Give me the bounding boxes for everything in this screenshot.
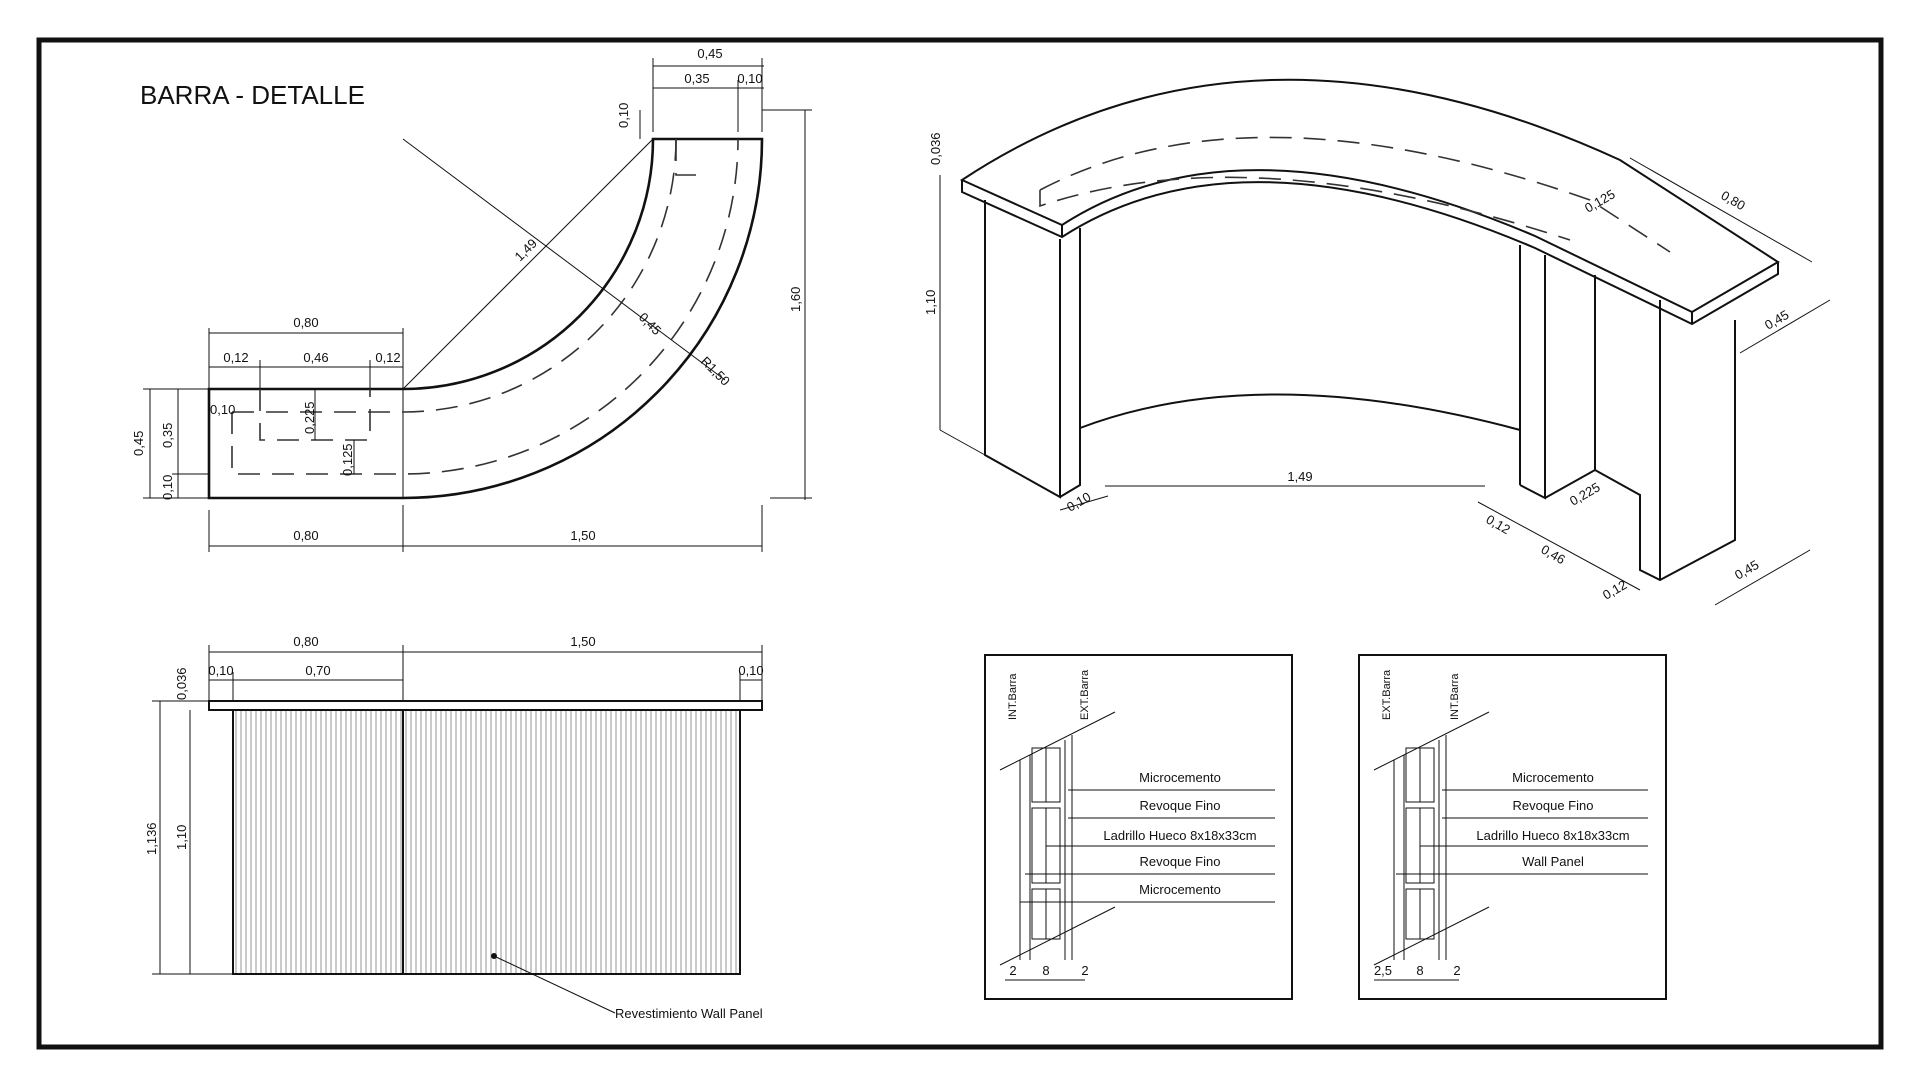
- iso-dim-height: 1,10: [923, 290, 938, 315]
- iso-foot-012b: 0,12: [1600, 577, 1629, 603]
- iso-dim-right-len: 0,80: [1719, 188, 1748, 214]
- dim-left-010b: 0,10: [160, 475, 175, 500]
- detail2-layer2: Revoque Fino: [1513, 798, 1594, 813]
- iso-left-pier: [984, 200, 1081, 499]
- elev-panel-right: [402, 709, 741, 975]
- iso-dim-right-w: 0,45: [1762, 307, 1791, 333]
- detail2-dim-c: 2: [1453, 963, 1460, 978]
- dim-mid-046: 0,46: [303, 350, 328, 365]
- detail1-dim-c: 2: [1081, 963, 1088, 978]
- iso-view: 1,10 0,036 1,49 0,80 0,45 0,125 0,10 0,1…: [923, 78, 1831, 606]
- sheet-border: [36, 37, 1884, 1050]
- dim-radius-width: 0,45: [636, 310, 665, 339]
- iso-dim-height-ext: [939, 429, 986, 456]
- detail2-frame: [1358, 654, 1667, 1000]
- detail2-dim-a: 2,5: [1374, 963, 1392, 978]
- elevation-view: 0,80 1,50 0,10 0,70 0,10 1,136 1,10 0,03…: [144, 634, 764, 1021]
- detail2-break-bot: [1373, 906, 1490, 966]
- detail2-layer3: Ladrillo Hueco 8x18x33cm: [1476, 828, 1629, 843]
- dim-mid-012b: 0,12: [375, 350, 400, 365]
- wall-detail-2: EXT.Barra INT.Barra Microcemento Revoque…: [1358, 654, 1667, 1000]
- dim-inner-225: 0,225: [302, 401, 317, 434]
- page-title: BARRA - DETALLE: [140, 80, 365, 110]
- detail1-dim-a: 2: [1009, 963, 1016, 978]
- detail1-ext-label: EXT.Barra: [1079, 669, 1091, 720]
- dim-right-height: 1,60: [788, 287, 803, 312]
- iso-dim-length: 1,49: [1287, 469, 1312, 484]
- detail2-dim-b: 8: [1416, 963, 1423, 978]
- dim-mid-012a: 0,12: [223, 350, 248, 365]
- detail1-break-bot: [999, 906, 1116, 966]
- detail1-layer1: Microcemento: [1139, 770, 1221, 785]
- dim-top-035: 0,35: [684, 71, 709, 86]
- dim-top-left: 0,10: [616, 103, 631, 128]
- dim-mid-080: 0,80: [293, 315, 318, 330]
- iso-top-outer: [959, 78, 1780, 314]
- dim-left-035: 0,35: [160, 423, 175, 448]
- plan-inner-return: [675, 139, 705, 176]
- iso-foot-r-line: [1714, 549, 1811, 606]
- elev-dim-070: 0,70: [305, 663, 330, 678]
- elev-note: Revestimiento Wall Panel: [615, 1006, 763, 1021]
- plan-diag-line: [402, 138, 654, 390]
- dim-left-010: 0,10: [210, 402, 235, 417]
- iso-foot-012a: 0,12: [1484, 512, 1513, 538]
- wall-detail-1: INT.Barra EXT.Barra Microcemento Revoque…: [984, 654, 1293, 1000]
- elev-dim-h2: 1,10: [174, 825, 189, 850]
- detail2-ext-label: EXT.Barra: [1381, 669, 1393, 720]
- detail2-break-top: [1373, 711, 1490, 771]
- dim-bottom-150: 1,50: [570, 528, 595, 543]
- iso-foot-046: 0,46: [1539, 542, 1568, 568]
- iso-dim-top-thk: 0,036: [928, 132, 943, 165]
- dim-diag: 1,49: [512, 236, 541, 265]
- dim-top-010: 0,10: [737, 71, 762, 86]
- iso-foot-045: 0,45: [1732, 557, 1761, 583]
- iso-dim-inner-off: 0,125: [1582, 186, 1618, 215]
- dim-radius: R1,50: [698, 354, 733, 389]
- detail2-int-label: INT.Barra: [1449, 673, 1461, 720]
- iso-back-wall: [1079, 245, 1521, 485]
- dim-bottom-080: 0,80: [293, 528, 318, 543]
- elev-note-leader: [493, 955, 616, 1014]
- dim-top-045: 0,45: [697, 46, 722, 61]
- detail1-break-top: [999, 711, 1116, 771]
- detail2-layer4: Wall Panel: [1522, 854, 1584, 869]
- elev-panel-left: [232, 709, 404, 975]
- elev-dim-080: 0,80: [293, 634, 318, 649]
- iso-right-pier: [1519, 255, 1736, 582]
- dim-left-045: 0,45: [131, 431, 146, 456]
- detail1-dim-b: 8: [1042, 963, 1049, 978]
- elev-dim-thk: 0,036: [174, 667, 189, 700]
- detail1-int-label: INT.Barra: [1007, 673, 1019, 720]
- detail1-layer2: Revoque Fino: [1140, 798, 1221, 813]
- detail1-layer3: Ladrillo Hueco 8x18x33cm: [1103, 828, 1256, 843]
- iso-top-dashed: [1039, 136, 1671, 253]
- dim-inner-125: 0,125: [340, 443, 355, 476]
- plan-view: 0,45 0,35 0,10 0,10 1,49 0,45 R1,50 1,60…: [131, 46, 812, 552]
- detail2-layer1: Microcemento: [1512, 770, 1594, 785]
- elev-dim-150: 1,50: [570, 634, 595, 649]
- plan-outline: [207, 137, 764, 500]
- iso-foot-l-line: [1059, 495, 1109, 511]
- iso-dim-rlen-line: [1629, 157, 1813, 263]
- elev-dim-010b: 0,10: [738, 663, 763, 678]
- detail1-layer4: Revoque Fino: [1140, 854, 1221, 869]
- iso-top-thickness: [961, 180, 1779, 326]
- detail1-layer5: Microcemento: [1139, 882, 1221, 897]
- iso-foot-line: [1477, 501, 1641, 591]
- detail1-frame: [984, 654, 1293, 1000]
- elev-dim-010a: 0,10: [208, 663, 233, 678]
- elev-top: [208, 700, 763, 711]
- elev-dim-h1: 1,136: [144, 822, 159, 855]
- iso-dim-rw-line: [1739, 299, 1831, 354]
- plan-radius-line: [402, 138, 726, 381]
- plan-inner-dashed: [231, 138, 739, 475]
